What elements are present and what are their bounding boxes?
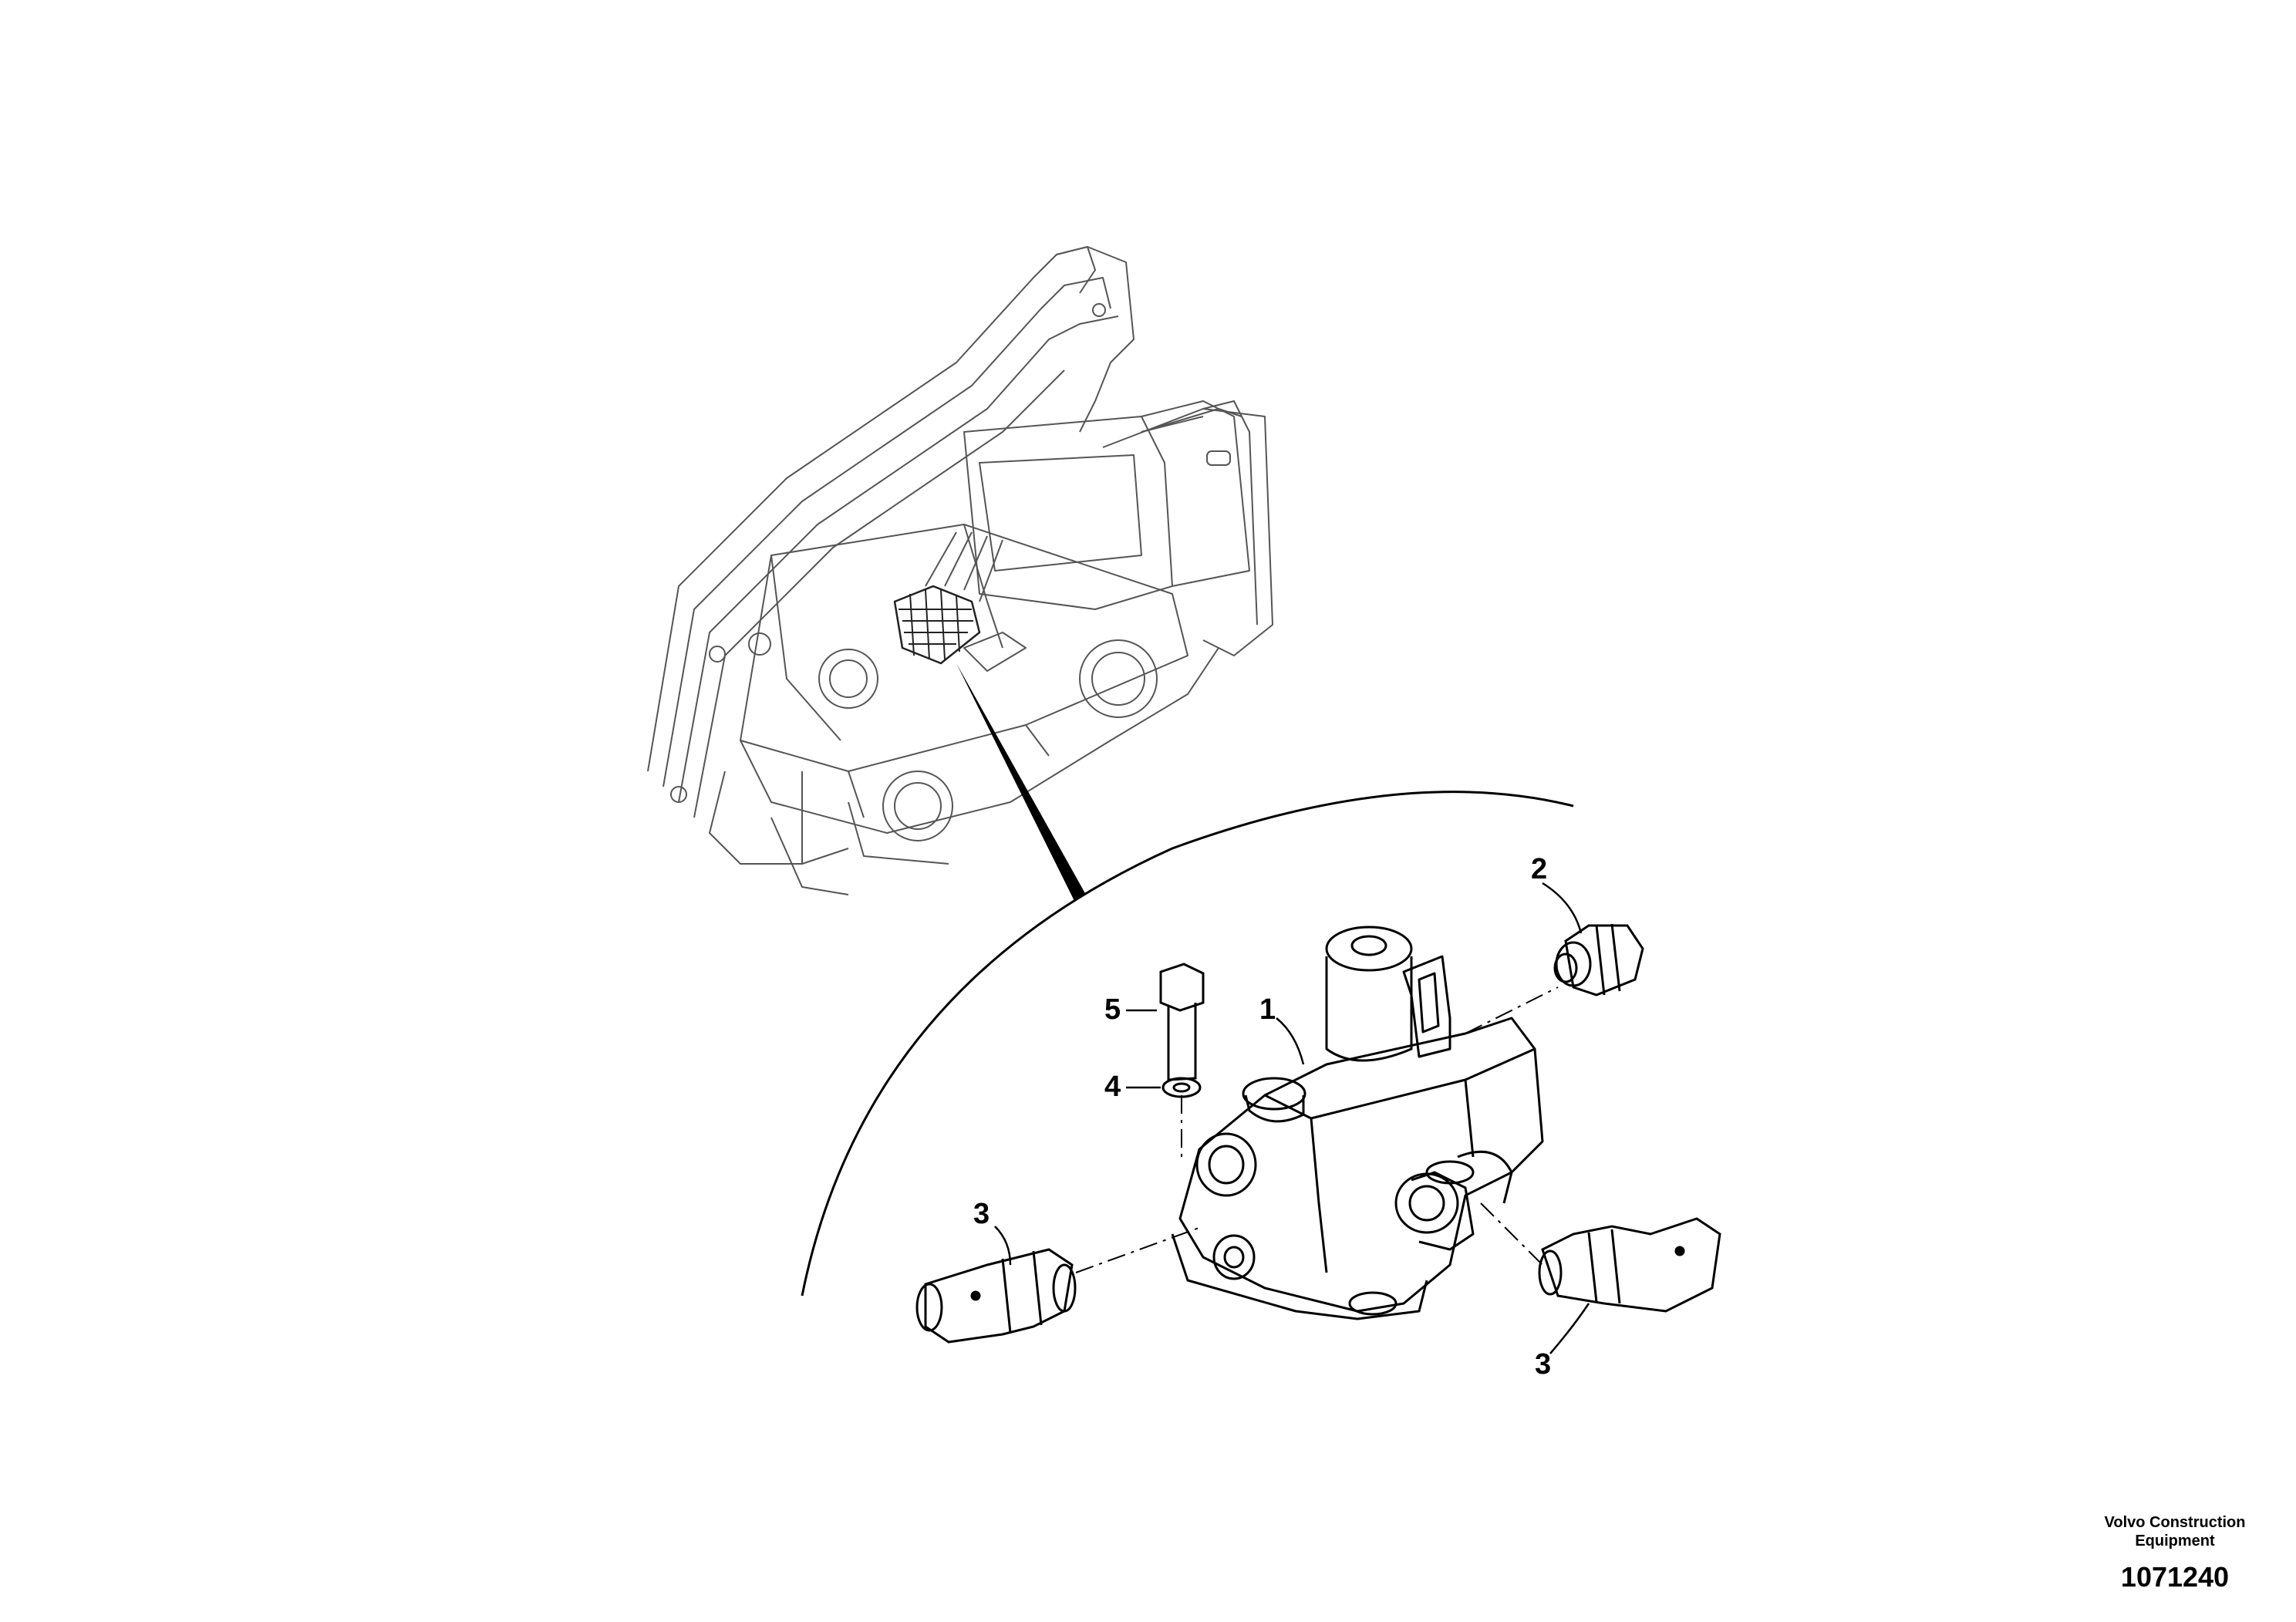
washer-item-4 <box>1161 1077 1202 1098</box>
callout-3-right: 3 <box>1535 1348 1552 1381</box>
drawing-footer: Volvo Construction Equipment 1071240 <box>2098 1513 2252 1593</box>
bolt-item-5 <box>1159 963 1205 1081</box>
brand-name: Volvo Construction Equipment <box>2104 1514 2246 1549</box>
assembly-centerlines <box>1075 986 1559 1273</box>
machine-frame-overview <box>647 246 1273 895</box>
callout-1: 1 <box>1259 993 1276 1026</box>
callout-4: 4 <box>1104 1071 1121 1103</box>
valve-assembly-detail <box>1171 926 1544 1320</box>
elbow-fitting-right <box>1538 1217 1721 1313</box>
callout-3-left: 3 <box>973 1198 990 1230</box>
fitting-item-2 <box>1553 923 1644 996</box>
callout-leaders <box>994 882 1590 1354</box>
solenoid-coil <box>1325 956 1413 1062</box>
valve-body <box>1178 1017 1544 1313</box>
callout-5: 5 <box>1104 993 1121 1026</box>
detail-arc <box>801 791 1574 1297</box>
drawing-number: 1071240 <box>2120 1561 2230 1593</box>
coil-connector <box>1402 955 1451 1058</box>
detail-leader <box>956 663 1086 901</box>
callout-2: 2 <box>1531 853 1548 885</box>
elbow-fitting-left <box>915 1248 1077 1344</box>
